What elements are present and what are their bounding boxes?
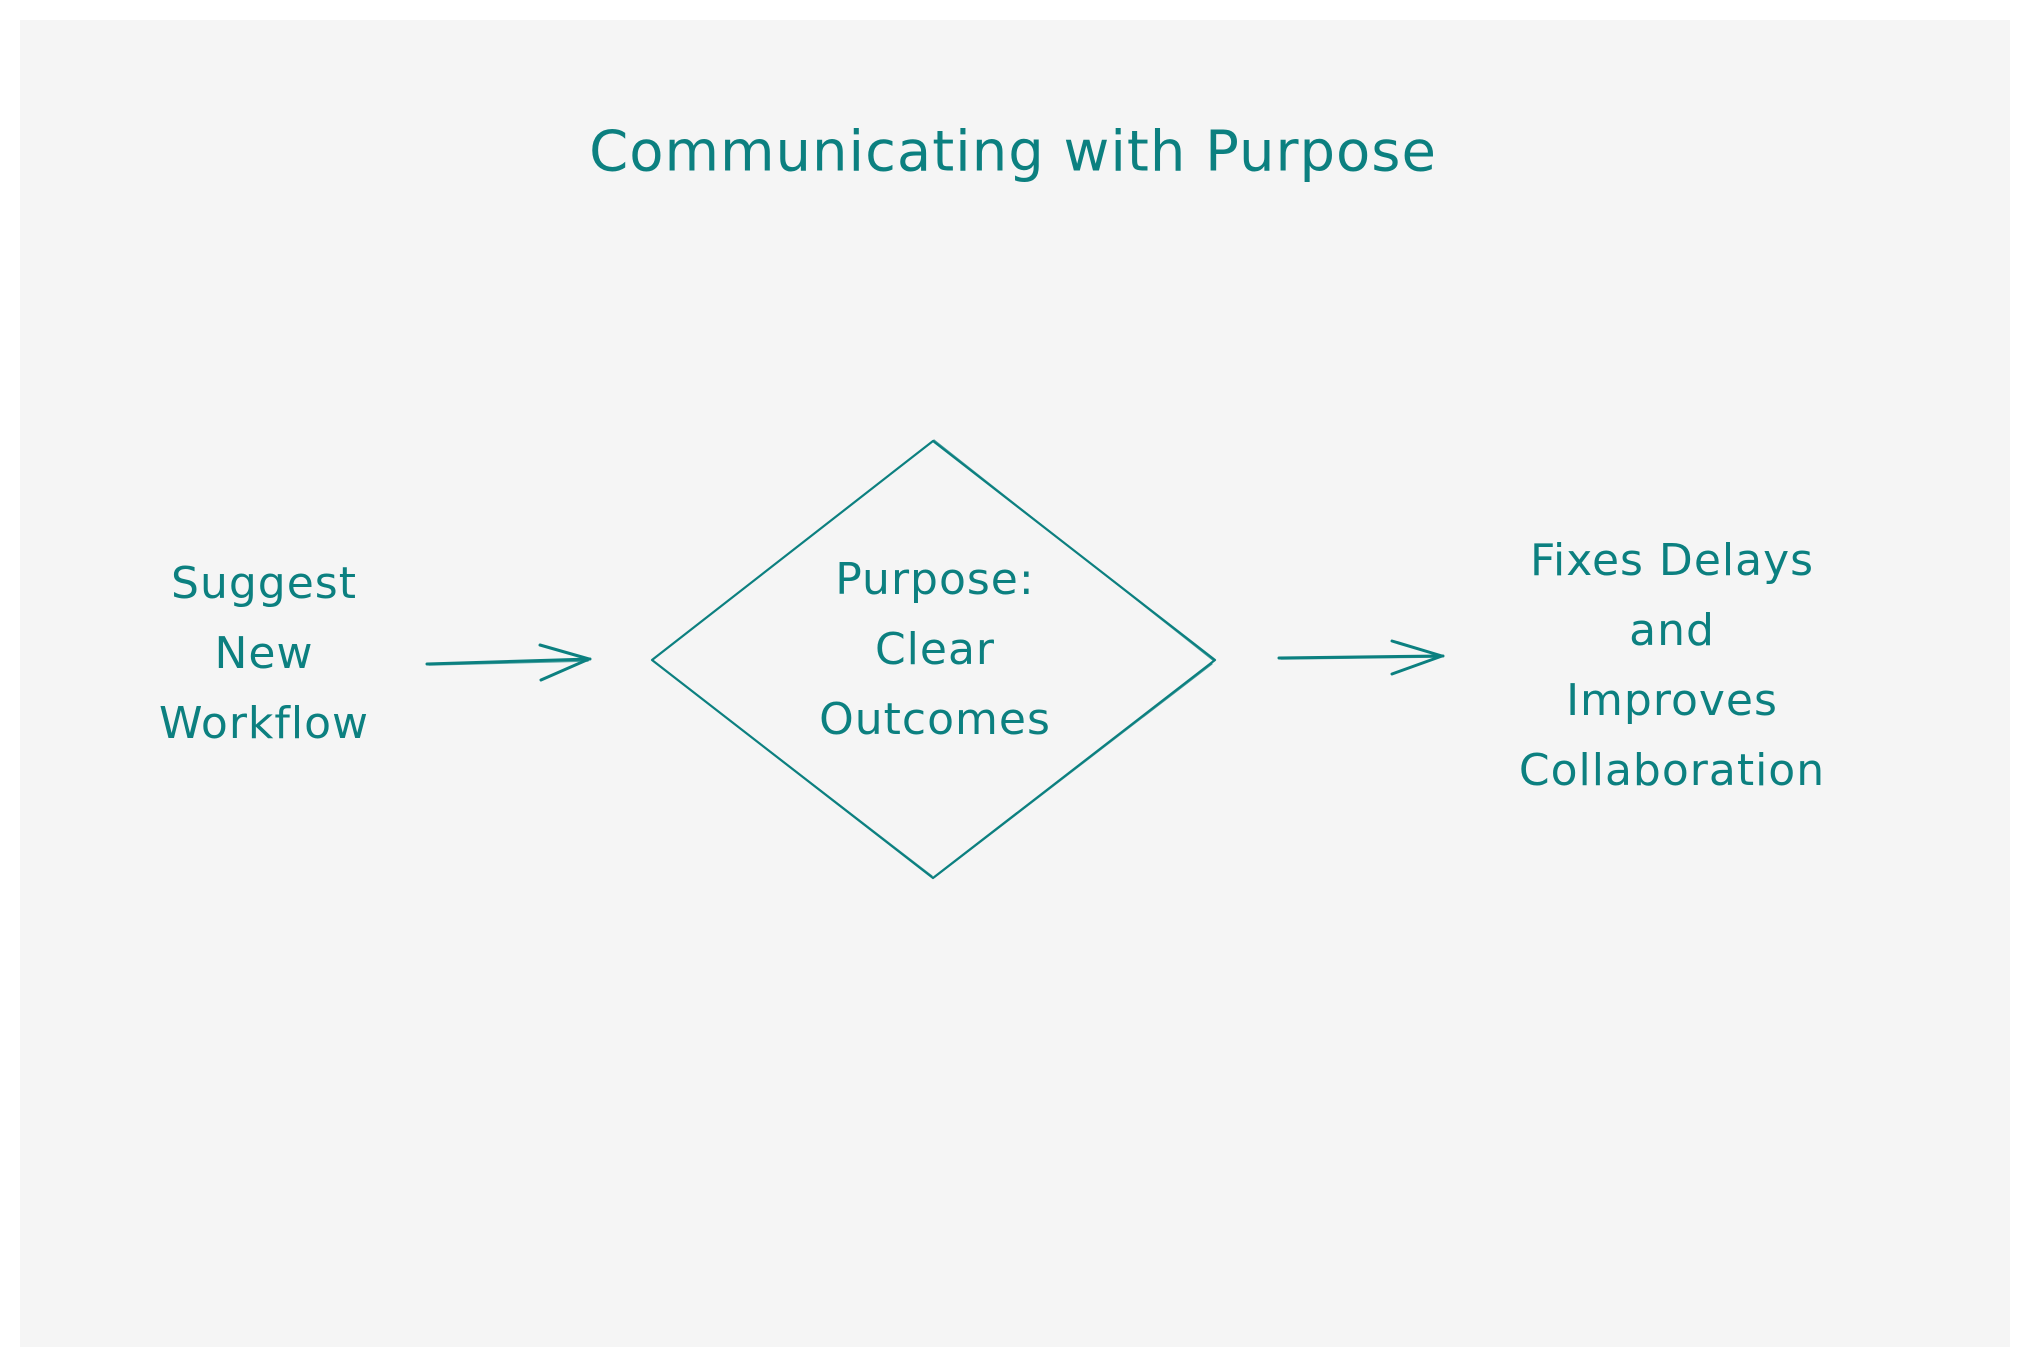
node-result-label: Fixes Delays and Improves Collaboration <box>1518 535 1826 796</box>
node-input-label: Suggest New Workflow <box>158 558 370 749</box>
decision-diamond <box>650 439 1217 880</box>
diagram-canvas <box>20 20 2010 1347</box>
node-decision-label: Purpose: Clear Outcomes <box>819 554 1051 745</box>
diagram-title: Communicating with Purpose <box>589 119 1437 185</box>
arrow-decision-to-result <box>1277 639 1445 676</box>
arrow-input-to-decision <box>425 643 592 682</box>
